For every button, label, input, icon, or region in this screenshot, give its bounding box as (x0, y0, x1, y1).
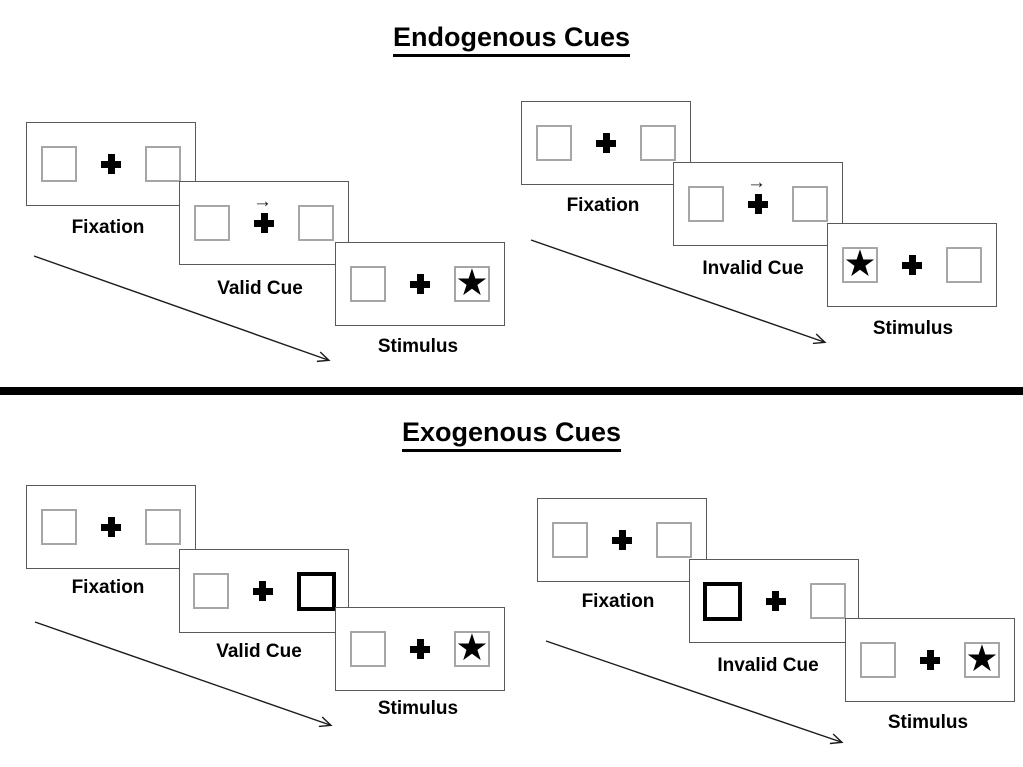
right-box: ★ (454, 262, 490, 303)
panel-label: Fixation (71, 217, 145, 238)
right-box (792, 186, 828, 222)
panel-label: Stimulus (872, 318, 954, 339)
panel-label: Invalid Cue (717, 655, 819, 676)
panel-label: Valid Cue (216, 641, 302, 662)
timeline-arrow (34, 621, 338, 733)
fixation-cross-icon (612, 530, 632, 550)
fixation-cross-icon (254, 213, 274, 233)
panel-stimulus: ★ (335, 242, 505, 326)
panel-invalid-cue: → (673, 162, 843, 246)
right-box (946, 247, 982, 283)
panel-label: Stimulus (887, 712, 969, 733)
panel-label: Fixation (566, 195, 640, 216)
left-box: ★ (842, 243, 878, 284)
left-box (41, 146, 77, 182)
right-box (145, 146, 181, 182)
fixation-cross-icon (410, 639, 430, 659)
fixation-cross-icon (596, 133, 616, 153)
fixation-cross-icon (765, 591, 786, 611)
panel-stimulus: ★ (845, 618, 1015, 702)
panel-fixation (537, 498, 707, 582)
fixation-cross-icon (410, 274, 430, 294)
panel-label: Stimulus (377, 336, 459, 357)
star-icon: ★ (455, 262, 489, 303)
panel-label: Fixation (71, 577, 145, 598)
section-title-text: Endogenous Cues (392, 22, 630, 57)
timeline-arrow (530, 239, 832, 350)
section-divider (0, 387, 1023, 395)
left-box-highlighted (702, 581, 742, 621)
panel-label: Valid Cue (217, 278, 303, 299)
right-box (809, 583, 846, 619)
panel-fixation (26, 122, 196, 206)
section-title-exogenous: Exogenous Cues (0, 417, 1023, 452)
timeline-arrow (33, 255, 336, 368)
panel-valid-cue: → (179, 181, 349, 265)
panel-fixation (521, 101, 691, 185)
right-box: ★ (454, 627, 490, 668)
cue-arrow-icon: → (747, 172, 766, 193)
right-box-highlighted (296, 571, 336, 611)
panel-label: Stimulus (377, 698, 459, 719)
left-box (194, 205, 230, 241)
left-box (41, 509, 77, 545)
left-box (350, 266, 386, 302)
right-box (145, 509, 181, 545)
cue-arrow-icon: → (253, 191, 272, 212)
panel-label: Invalid Cue (702, 258, 804, 279)
fixation-cross-icon (101, 517, 121, 537)
star-icon: ★ (843, 243, 877, 284)
fixation-cross-icon (920, 650, 940, 670)
right-box (640, 125, 676, 161)
star-icon: ★ (455, 627, 489, 668)
left-box (860, 642, 896, 678)
left-box (350, 631, 386, 667)
fixation-cross-icon (902, 255, 922, 275)
left-box (536, 125, 572, 161)
section-title-endogenous: Endogenous Cues (0, 22, 1023, 57)
left-box (192, 573, 229, 609)
fixation-cross-icon (748, 194, 768, 214)
panel-stimulus: ★ (827, 223, 997, 307)
right-box (298, 205, 334, 241)
fixation-cross-icon (252, 581, 273, 601)
fixation-cross-icon (101, 154, 121, 174)
star-icon: ★ (965, 638, 999, 679)
panel-fixation (26, 485, 196, 569)
left-box (552, 522, 588, 558)
left-box (688, 186, 724, 222)
panel-invalid-cue (689, 559, 859, 643)
panel-stimulus: ★ (335, 607, 505, 691)
panel-label: Fixation (581, 591, 655, 612)
right-box (656, 522, 692, 558)
right-box: ★ (964, 638, 1000, 679)
section-title-text: Exogenous Cues (401, 417, 622, 452)
timeline-arrow (545, 640, 849, 750)
panel-valid-cue (179, 549, 349, 633)
